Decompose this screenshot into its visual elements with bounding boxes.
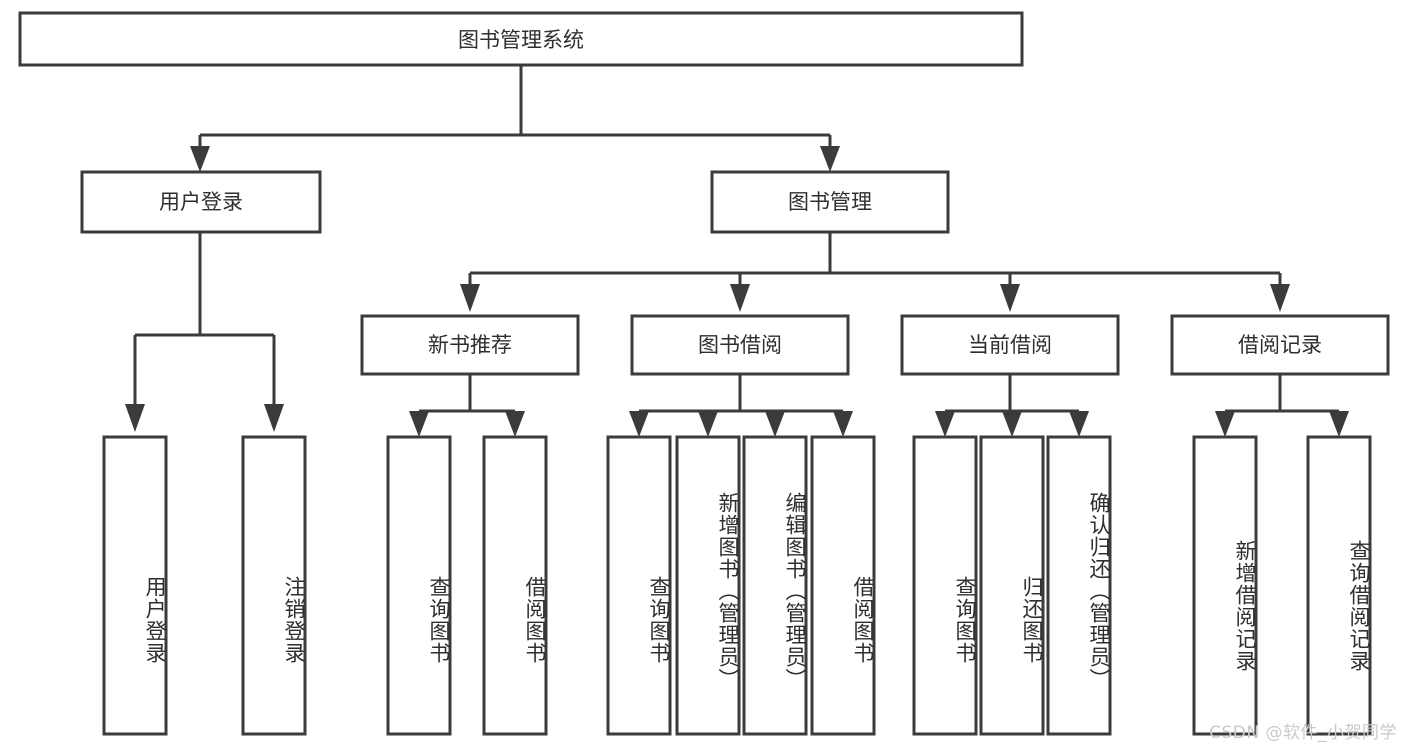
arrow-head-cur-return (1002, 411, 1022, 437)
arrow-head-bb-add (698, 411, 718, 437)
arrow-head-leaf-user-login (125, 404, 145, 432)
node-box-leaf-nb-borrow[interactable] (482, 435, 548, 736)
node-box-leaf-cur-query[interactable] (912, 435, 978, 736)
node-label-new-book: 新书推荐 (428, 333, 512, 357)
arrow-head-leaf-logout (264, 404, 284, 432)
node-box-leaf-bb-query[interactable] (606, 435, 672, 736)
node-box-leaf-bb-borrow[interactable] (810, 435, 876, 736)
connectors-layer (125, 65, 1349, 437)
arrow-head-current (1000, 284, 1020, 312)
arrow-head-cur-query (935, 411, 955, 437)
arrow-head-borrow (730, 284, 750, 312)
node-box-new-book[interactable] (360, 314, 580, 376)
node-label-current: 当前借阅 (968, 333, 1052, 357)
node-label-record: 借阅记录 (1238, 333, 1322, 357)
node-box-leaf-rec-query[interactable] (1306, 435, 1372, 736)
node-box-leaf-logout[interactable] (241, 435, 307, 736)
arrow-head-new-book (460, 284, 480, 312)
node-box-root[interactable] (18, 11, 1024, 67)
arrow-head-bb-borrow (833, 411, 853, 437)
node-label-book-manage: 图书管理 (788, 190, 872, 214)
arrow-head-bb-query (629, 411, 649, 437)
node-box-leaf-rec-add[interactable] (1192, 435, 1258, 736)
node-box-leaf-bb-add[interactable] (675, 435, 741, 736)
arrow-head-user-login (190, 146, 210, 172)
arrow-head-rec-add (1215, 411, 1235, 437)
arrow-head-nb-query (409, 411, 429, 437)
node-label-root: 图书管理系统 (458, 28, 584, 52)
arrow-head-nb-borrow (505, 411, 525, 437)
node-box-leaf-cur-confirm[interactable] (1046, 435, 1112, 736)
nodes-layer: 图书管理系统 用户登录 图书管理 新书推荐 图书借阅 当前借阅 借阅记录 (18, 11, 1390, 736)
watermark-text: CSDN @软件_小贺同学 (1209, 723, 1397, 743)
arrow-head-bb-edit (765, 411, 785, 437)
node-box-leaf-cur-return[interactable] (979, 435, 1045, 736)
arrow-head-rec-query (1329, 411, 1349, 437)
node-box-user-login[interactable] (80, 170, 322, 234)
node-box-book-manage[interactable] (710, 170, 950, 234)
node-box-leaf-bb-edit[interactable] (742, 435, 808, 736)
arrow-head-record (1270, 284, 1290, 312)
arrow-head-book-manage (820, 146, 840, 172)
node-box-record[interactable] (1170, 314, 1390, 376)
node-box-leaf-nb-query[interactable] (386, 435, 452, 736)
node-box-leaf-user-login[interactable] (102, 435, 168, 736)
arrow-head-cur-confirm (1069, 411, 1089, 437)
node-box-borrow[interactable] (630, 314, 850, 376)
node-label-borrow: 图书借阅 (698, 333, 782, 357)
node-label-user-login: 用户登录 (159, 190, 243, 214)
node-box-current[interactable] (900, 314, 1120, 376)
